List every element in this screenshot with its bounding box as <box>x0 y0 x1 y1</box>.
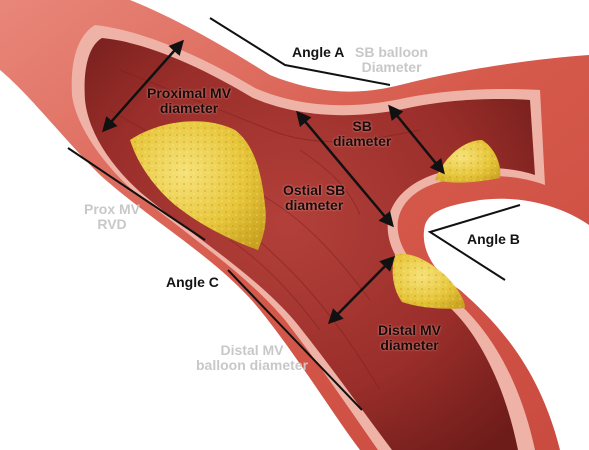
plaque-proximal-speckle <box>130 121 266 250</box>
label-sb-diameter: SB diameter <box>333 118 392 149</box>
ostial-sb-diameter-arrow <box>296 110 394 228</box>
distal-mv-diameter-arrow <box>327 255 396 325</box>
plaque-side-branch-speckle <box>435 140 501 183</box>
proximal-mv-diameter-arrow <box>102 39 184 133</box>
label-angle-c: Angle C <box>166 274 219 290</box>
plaque-distal-speckle <box>392 253 465 309</box>
label-sb-balloon-diameter: SB balloon Diameter <box>355 44 429 75</box>
label-angle-b: Angle B <box>467 231 520 247</box>
angle-b-lines <box>427 204 521 281</box>
angle-c-lower-line <box>227 269 363 411</box>
sb-diameter-arrow <box>388 104 445 175</box>
label-distal-mv-balloon-diameter: Distal MV balloon diameter <box>196 342 309 373</box>
label-prox-mv-rvd: Prox MV RVD <box>84 201 141 232</box>
angle-a-lines <box>209 17 391 86</box>
label-distal-mv-diameter: Distal MV diameter <box>378 322 442 353</box>
angle-c-lines <box>67 147 206 241</box>
label-ostial-sb-diameter: Ostial SB diameter <box>283 182 346 213</box>
label-proximal-mv-diameter: Proximal MV diameter <box>147 85 232 116</box>
label-angle-a: Angle A <box>292 44 345 60</box>
